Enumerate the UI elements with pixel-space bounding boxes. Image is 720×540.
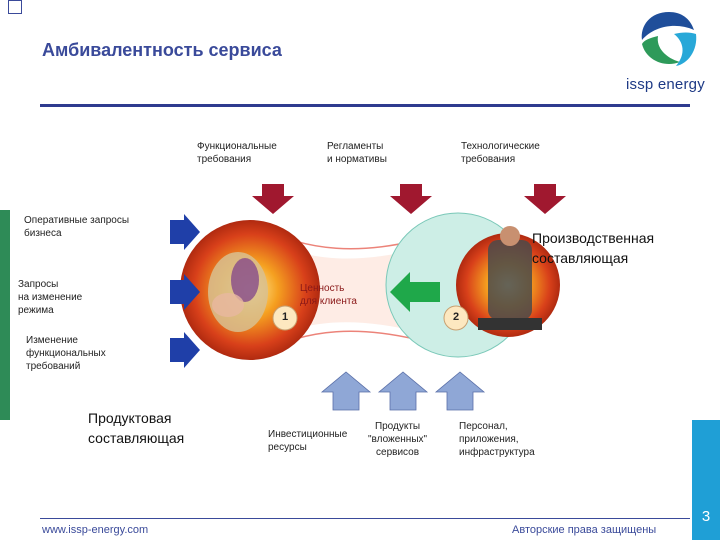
page-title: Амбивалентность сервиса [42,40,282,60]
left-arrow-2 [170,274,200,310]
top-arrow-2 [390,184,432,214]
top-arrow-3 [524,184,566,214]
footer-website[interactable]: www.issp-energy.com [42,524,149,536]
logo-text: issp energy [626,76,705,93]
left-arrow-1 [170,214,200,250]
bottom-arrow-2 [377,371,429,411]
left-arrows [170,214,200,368]
badge-1 [272,305,298,331]
center-value-arrow [390,272,440,312]
production-component-label: Производственная составляющая [532,230,655,266]
top-arrow-1 [252,184,294,214]
bottom-arrow-3 [434,371,486,411]
client-value-label: Ценность для клиента [300,283,357,307]
badge-2-label: 2 [452,311,460,323]
bottom-input-label-2: Продукты "вложенных" сервисов [368,421,428,458]
issp-logo-swirl-icon [641,12,697,66]
left-accent-bar [0,210,10,420]
bottom-arrow-1 [320,371,372,411]
bottom-input-label-3: Персонал, приложения, инфраструктура [459,421,535,458]
top-arrows [252,184,566,214]
top-input-label-2: Регламенты и нормативы [327,141,387,165]
corner-box [8,0,22,14]
product-component-label: Продуктовая составляющая [88,410,185,446]
top-input-label-3: Технологические требования [461,141,540,165]
left-input-label-3: Изменение функциональных требований [26,335,106,372]
slide-number-bar [692,420,720,540]
slide-number: 3 [701,508,711,525]
badge-1-label: 1 [281,311,289,323]
footer-divider [40,518,690,519]
top-input-label-1: Функциональные требования [197,141,277,165]
left-input-label-2: Запросы на изменение режима [18,279,83,316]
bottom-input-label-1: Инвестиционные ресурсы [268,429,348,453]
left-input-label-1: Оперативные запросы бизнеса [24,215,130,239]
badge-2 [443,305,469,331]
blacksmith-figure-image [488,240,532,320]
footer-copyright: Авторские права защищены [512,524,657,536]
title-divider [40,104,690,107]
left-arrow-3 [170,332,200,368]
bottom-arrows [320,371,486,411]
